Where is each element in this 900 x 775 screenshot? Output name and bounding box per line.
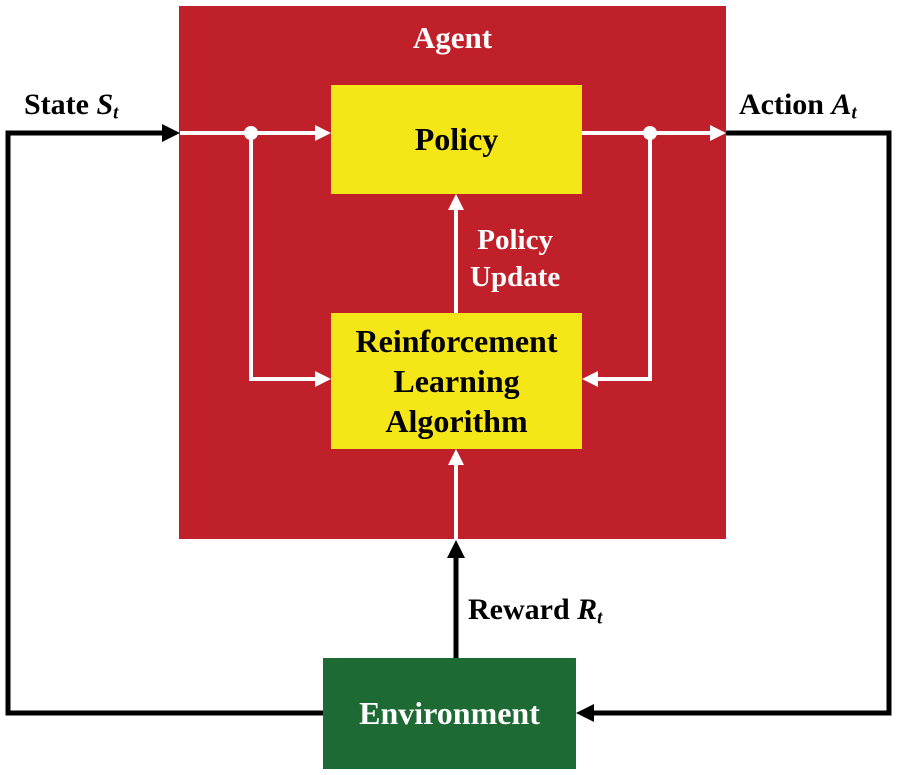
rl-line-1: Reinforcement — [355, 323, 558, 359]
reward-symbol: Rt — [577, 593, 603, 629]
action-label: Action At — [739, 88, 857, 125]
rl-algorithm-box: Reinforcement Learning Algorithm — [331, 313, 582, 449]
policy-update-arrowhead — [448, 194, 464, 210]
action-arrowhead — [576, 704, 594, 722]
policy-label: Policy — [414, 121, 499, 157]
policy-in-arrowhead — [315, 125, 331, 141]
reward-text: Reward — [468, 593, 570, 626]
rl-line-2: Learning — [393, 363, 520, 399]
action-out-arrowhead — [710, 125, 726, 141]
state-to-rl-line — [249, 133, 318, 381]
action-text: Action — [739, 88, 824, 121]
state-symbol: St — [96, 88, 119, 124]
reward-arrowhead — [447, 540, 465, 558]
state-label: State St — [24, 88, 118, 125]
policy-update-line-1: Policy — [477, 224, 553, 256]
action-symbol: At — [831, 88, 857, 124]
state-feedback-line — [5, 130, 323, 716]
rl-left-arrowhead — [315, 371, 331, 387]
policy-update-line-2: Update — [470, 261, 561, 293]
rl-line-3: Algorithm — [385, 403, 528, 439]
environment-box: Environment — [323, 658, 576, 769]
state-arrowhead — [162, 124, 180, 142]
reward-in-arrowhead — [448, 449, 464, 465]
reward-label: Reward Rt — [468, 593, 602, 630]
environment-label: Environment — [359, 695, 540, 731]
state-text: State — [24, 88, 89, 121]
agent-title: Agent — [412, 20, 493, 55]
rl-right-arrowhead — [582, 371, 598, 387]
action-feedback-line — [590, 130, 892, 716]
policy-box: Policy — [331, 85, 582, 194]
policy-update-label: Policy Update — [470, 222, 560, 296]
action-to-rl-line — [595, 133, 652, 381]
